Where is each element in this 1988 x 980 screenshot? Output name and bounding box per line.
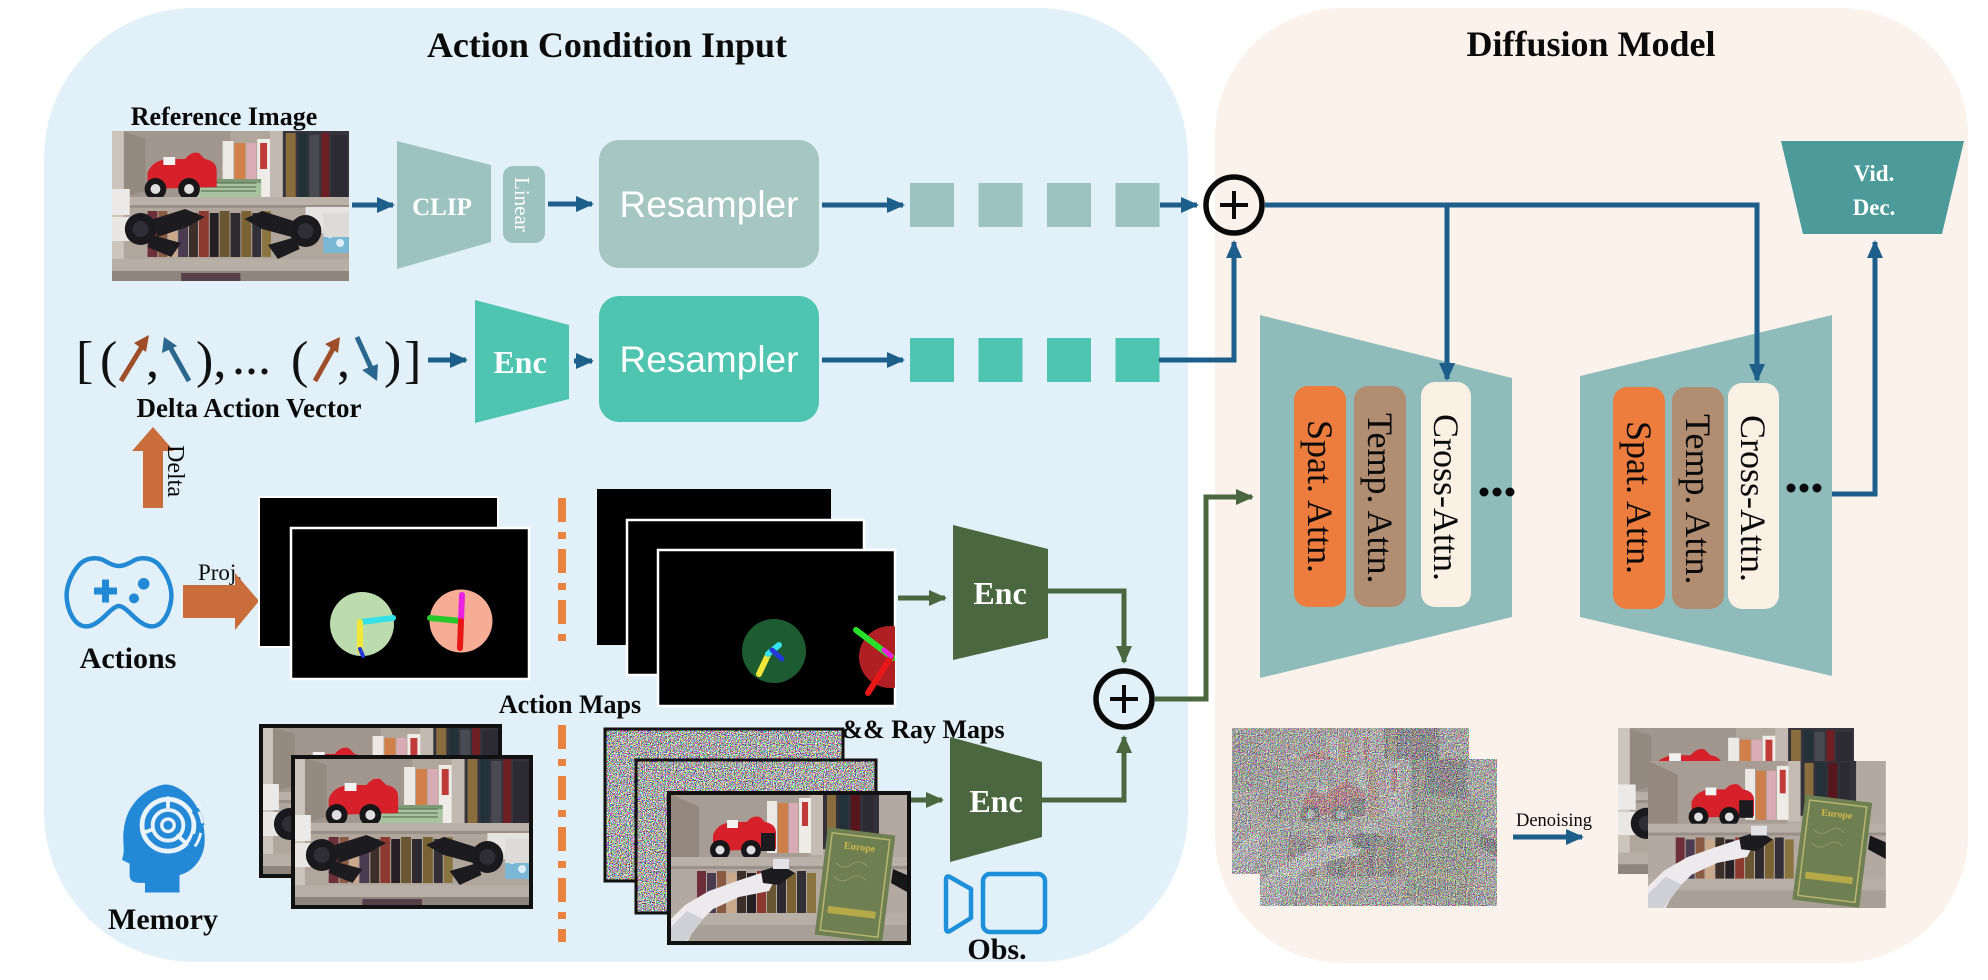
svg-text:Obs.: Obs.	[967, 933, 1026, 966]
svg-text:&& Ray Maps: && Ray Maps	[841, 715, 1004, 744]
svg-text:[: [	[76, 332, 93, 389]
svg-text:Proj.: Proj.	[198, 560, 242, 585]
svg-text:Cross-Attn.: Cross-Attn.	[1426, 414, 1466, 581]
svg-text:]: ]	[404, 332, 421, 389]
svg-text:Vid.: Vid.	[1854, 161, 1895, 186]
svg-text:(: (	[100, 332, 117, 389]
svg-text:Cross-Attn.: Cross-Attn.	[1733, 415, 1773, 582]
svg-text:CLIP: CLIP	[412, 194, 472, 221]
svg-text:,: ,	[146, 332, 159, 389]
svg-text:Dec.: Dec.	[1853, 195, 1896, 220]
svg-text:Enc: Enc	[973, 575, 1026, 611]
svg-text:Resampler: Resampler	[620, 339, 799, 380]
svg-text:Enc: Enc	[969, 783, 1022, 819]
svg-text:Delta Action Vector: Delta Action Vector	[137, 393, 362, 423]
svg-text:),: ),	[196, 332, 226, 389]
svg-text:Denoising: Denoising	[1516, 811, 1592, 831]
svg-text:(: (	[291, 332, 308, 389]
svg-text:Delta: Delta	[162, 445, 188, 497]
svg-text:Actions: Actions	[80, 642, 177, 675]
svg-text:Spat. Attn.: Spat. Attn.	[1300, 420, 1340, 573]
svg-text:Temp. Attn.: Temp. Attn.	[1678, 414, 1718, 584]
svg-text:Reference Image: Reference Image	[131, 102, 317, 131]
svg-text:Temp. Attn.: Temp. Attn.	[1360, 413, 1400, 583]
svg-text:): )	[384, 332, 401, 389]
svg-text:,: ,	[337, 332, 350, 389]
svg-text:Enc: Enc	[493, 344, 546, 380]
svg-text:Spat. Attn.: Spat. Attn.	[1619, 421, 1659, 574]
svg-text:Linear: Linear	[510, 177, 534, 232]
svg-text:...: ...	[232, 329, 271, 386]
svg-text:Action Maps: Action Maps	[499, 690, 641, 719]
svg-text:Action Condition Input: Action Condition Input	[427, 25, 787, 65]
svg-text:Diffusion Model: Diffusion Model	[1466, 24, 1715, 64]
svg-text:Memory: Memory	[108, 903, 218, 936]
svg-text:Resampler: Resampler	[620, 184, 799, 225]
